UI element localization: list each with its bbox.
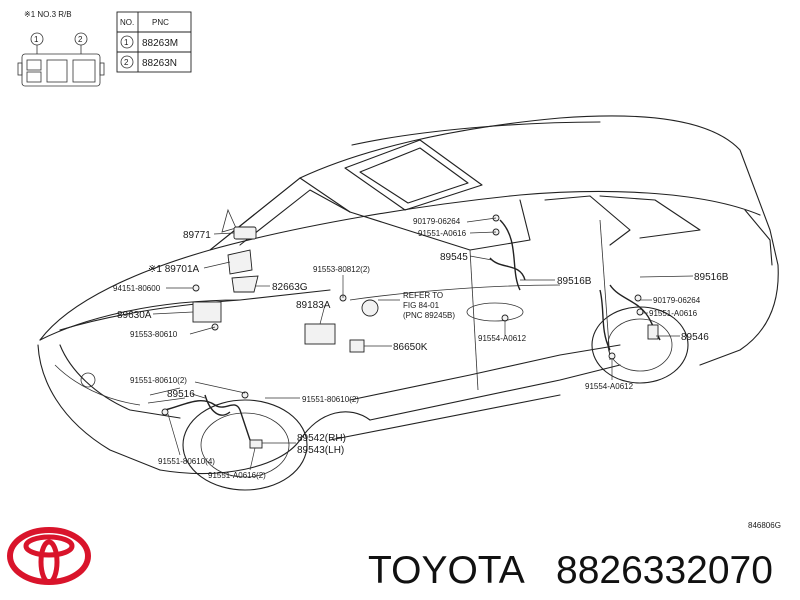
table-row-1-no: 1 <box>124 38 129 47</box>
label-91551-80610-4: 91551-80610(4) <box>158 457 215 466</box>
part-labels: 89771 ※1 89701A 94151-80600 89630A 91553… <box>113 217 781 530</box>
part-89771-icon <box>233 226 257 240</box>
car-outline <box>37 115 779 491</box>
label-90179-06264-right: 90179-06264 <box>653 296 701 305</box>
label-refer-line-3: (PNC 89245B) <box>403 311 455 320</box>
label-91551-a0616-right: 91551-A0616 <box>649 309 698 318</box>
label-89516b-right: 89516B <box>694 272 729 283</box>
part-86650k-icon <box>349 339 365 353</box>
label-89630a: 89630A <box>117 310 152 321</box>
table-row-2-no: 2 <box>124 58 129 67</box>
leader-lines <box>152 217 694 471</box>
figure-code: 846806G <box>748 521 781 530</box>
label-91554-a0612-left: 91554-A0612 <box>478 334 527 343</box>
label-82663g: 82663G <box>272 282 308 293</box>
label-89701a: ※1 89701A <box>148 264 200 275</box>
brand-name: TOYOTA <box>368 549 525 592</box>
label-89546: 89546 <box>681 332 709 343</box>
pin-2-number: 2 <box>78 35 83 44</box>
part-82663g-icon <box>231 275 259 293</box>
table-row-2-pnc: 88263N <box>142 58 177 69</box>
label-89183a: 89183A <box>296 300 331 311</box>
label-86650k: 86650K <box>393 342 428 353</box>
toyota-logo <box>7 527 91 585</box>
label-91551-80610-2-right: 91551-80610(2) <box>302 395 359 404</box>
components <box>161 214 661 449</box>
label-90179-06264-left: 90179-06264 <box>413 217 461 226</box>
label-91551-a0616-2: 91551-A0616(2) <box>208 471 266 480</box>
pnc-table: NO. PNC 1 88263M 2 88263N <box>116 11 192 73</box>
part-89630a-icon <box>192 301 222 323</box>
part-89183a-icon <box>304 323 336 345</box>
pin-1-number: 1 <box>34 35 39 44</box>
label-refer-line-1: REFER TO <box>403 291 443 300</box>
part-89245b-icon <box>361 299 379 317</box>
label-refer-line-2: FIG 84-01 <box>403 301 440 310</box>
label-89771: 89771 <box>183 230 211 241</box>
table-header-no: NO. <box>120 18 134 27</box>
label-91553-80812: 91553-80812(2) <box>313 265 370 274</box>
connector-header: ※1 NO.3 R/B <box>24 10 72 19</box>
table-header-pnc: PNC <box>152 18 169 27</box>
label-94151-80600: 94151-80600 <box>113 284 161 293</box>
table-row-1-pnc: 88263M <box>142 38 178 49</box>
label-91554-a0612-right: 91554-A0612 <box>585 382 634 391</box>
part-number: 8826332070 <box>556 549 773 592</box>
label-89542-rh: 89542(RH) <box>297 433 346 444</box>
label-89543-lh: 89543(LH) <box>297 445 344 456</box>
connector-sketch: ※1 NO.3 R/B 1 2 <box>17 10 105 87</box>
label-91551-80610-2-top: 91551-80610(2) <box>130 376 187 385</box>
label-91551-a0616-left: 91551-A0616 <box>418 229 467 238</box>
label-89516: 89516 <box>167 389 195 400</box>
label-89516b-left: 89516B <box>557 276 592 287</box>
part-89701a-icon <box>227 249 253 275</box>
label-91553-80610: 91553-80610 <box>130 330 178 339</box>
label-89545: 89545 <box>440 252 468 263</box>
